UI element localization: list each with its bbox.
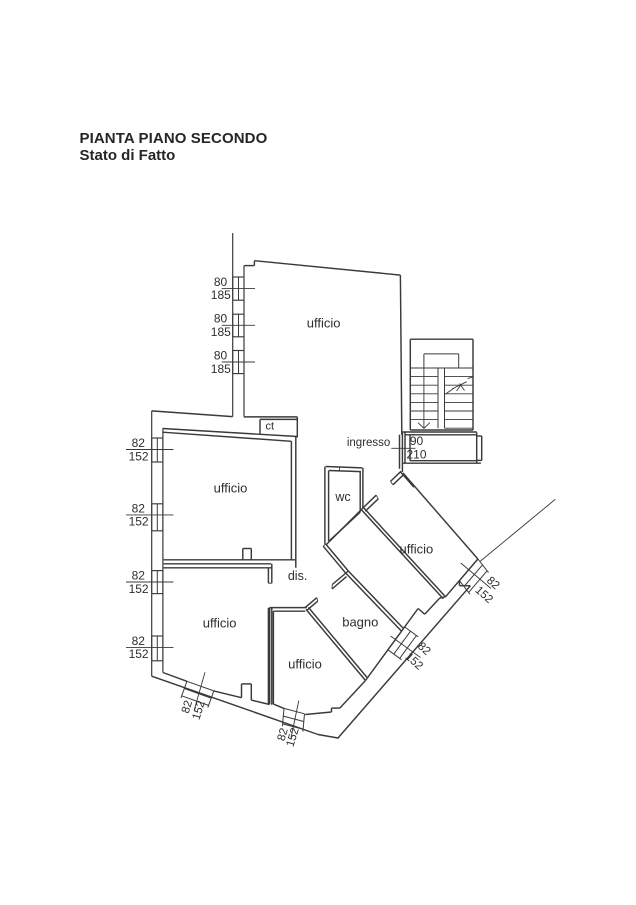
svg-text:152: 152	[129, 449, 149, 463]
svg-text:ufficio: ufficio	[307, 316, 341, 331]
svg-text:82: 82	[132, 634, 146, 648]
svg-text:90: 90	[410, 434, 424, 448]
svg-text:ufficio: ufficio	[288, 657, 322, 672]
svg-text:185: 185	[211, 325, 231, 339]
svg-text:210: 210	[406, 447, 426, 461]
svg-text:ufficio: ufficio	[214, 481, 248, 496]
svg-text:80: 80	[214, 312, 228, 326]
svg-text:152: 152	[129, 515, 149, 529]
svg-text:82: 82	[132, 436, 146, 450]
svg-text:152: 152	[129, 647, 149, 661]
svg-text:185: 185	[211, 288, 231, 302]
svg-text:dis.: dis.	[288, 569, 307, 583]
svg-text:bagno: bagno	[342, 614, 378, 629]
svg-text:ingresso: ingresso	[347, 437, 390, 449]
svg-text:ct: ct	[266, 420, 275, 432]
svg-text:152: 152	[129, 582, 149, 596]
svg-text:80: 80	[214, 275, 228, 289]
svg-text:ufficio: ufficio	[400, 541, 434, 556]
svg-text:82: 82	[132, 568, 146, 582]
svg-text:185: 185	[211, 362, 231, 376]
svg-text:wc: wc	[334, 490, 350, 504]
svg-text:ufficio: ufficio	[203, 615, 237, 630]
svg-text:80: 80	[214, 348, 228, 362]
svg-text:82: 82	[132, 501, 146, 515]
